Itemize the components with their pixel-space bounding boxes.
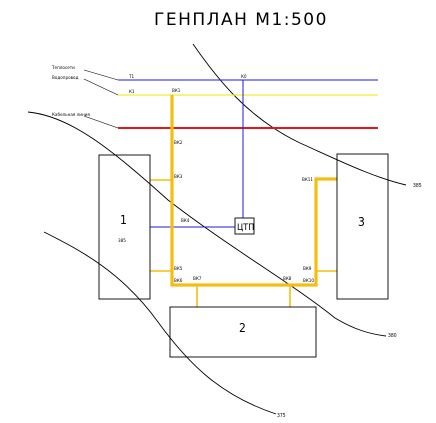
label-vk3: ВК3 [174,174,183,180]
building-1-elevation: 385 [118,238,126,244]
label-vk8: ВК8 [283,276,292,282]
building-2-number: 2 [239,321,246,335]
label-vk9: ВК9 [303,266,312,272]
isoline-bottom [43,231,277,415]
isoline-mid [27,111,387,337]
building-3-number: 3 [358,215,365,229]
label-vk10: ВК10 [303,278,314,284]
isoline-top [192,43,407,186]
label-vk1: ВК1 [172,88,181,94]
substation-box [234,217,255,235]
label-vk2: ВК2 [174,140,183,146]
substation-label: ЦТП [237,223,254,233]
legend-cable-line: Кабельная линия [52,111,90,118]
leader-cable [83,115,119,129]
isoline-label-mid: 380 [388,333,397,339]
building-2 [169,306,317,358]
legend-heat-network: Теплосети [51,65,75,71]
label-k0: К0 [241,74,247,80]
building-1-number: 1 [120,213,127,227]
building-3 [336,153,389,300]
main-pipe [170,95,337,287]
label-vk6: ВК6 [174,278,183,284]
label-vk11: ВК11 [302,177,313,183]
label-k1: К1 [129,89,135,95]
plan-title: ГЕНПЛАН М1:500 [154,10,328,30]
label-vk5: ВК5 [174,266,183,272]
label-t1: Т1 [128,74,135,80]
isoline-label-top: 385 [413,183,422,189]
legend-water-supply: Водопровод [52,75,79,81]
building-1 [98,154,151,300]
isoline-label-bottom: 375 [277,413,286,419]
leader-water [83,78,119,96]
leader-heat [83,69,119,81]
label-vk7: ВК7 [193,276,202,282]
label-vk4: ВК4 [181,218,190,224]
